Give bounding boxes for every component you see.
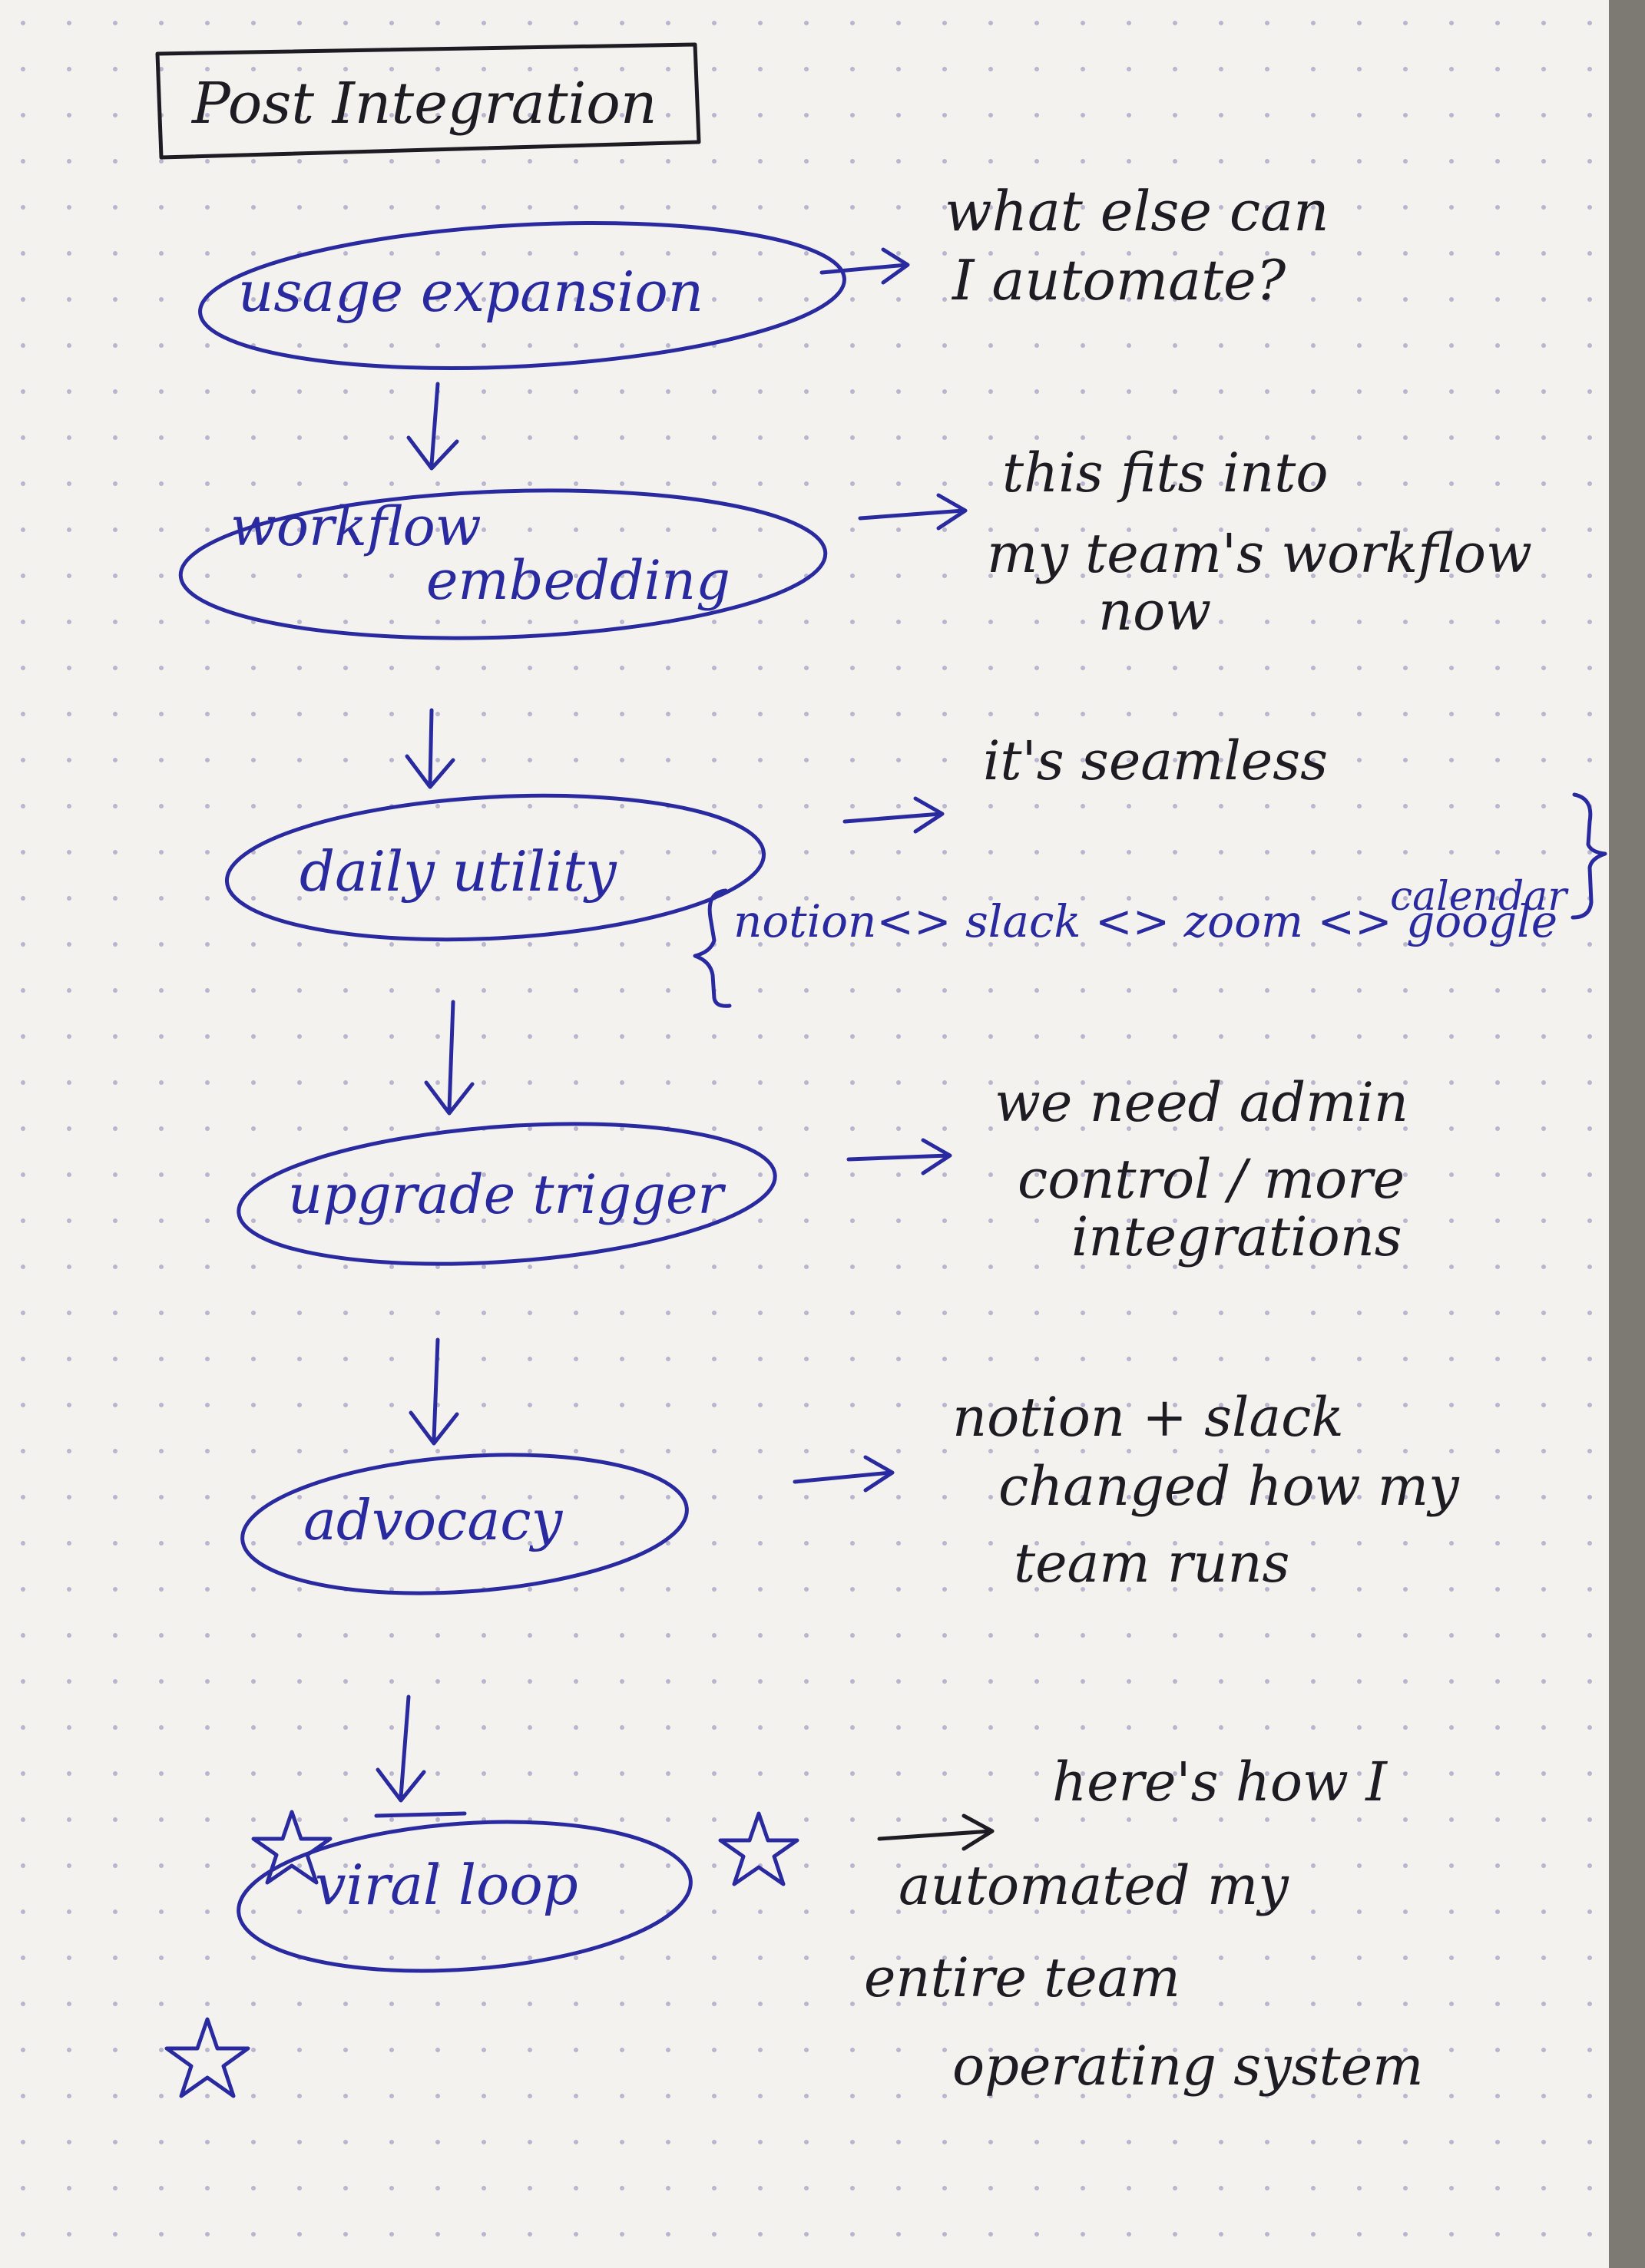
- star-icon: [251, 1810, 333, 1885]
- arrow-right-icon: [793, 1455, 895, 1493]
- stage-oval: [237, 1820, 693, 1973]
- arrow-right-icon: [858, 493, 968, 531]
- stage-note: I automate?: [951, 248, 1286, 312]
- stage-upgrade-trigger: upgrade trigger: [237, 1122, 777, 1266]
- stage-note: here's how I: [1052, 1751, 1388, 1813]
- stage-note: team runs: [1014, 1532, 1289, 1595]
- stage-usage-expansion: usage expansion: [198, 221, 846, 370]
- stage-note: entire team: [864, 1946, 1180, 2009]
- stage-label: usage expansion: [238, 260, 703, 324]
- tools-line: notion<> slack <> zoom <> google: [733, 895, 1557, 947]
- stage-daily-utility: daily utility: [224, 793, 766, 942]
- stage-oval: [178, 488, 828, 640]
- stage-oval: [198, 221, 846, 370]
- stage-note: what else can: [945, 179, 1329, 243]
- stage-note: my team's workflow: [987, 522, 1532, 585]
- stage-oval: [240, 1453, 689, 1595]
- title-box: Post Integration: [155, 42, 701, 160]
- stage-note: now: [1098, 580, 1211, 643]
- stage-oval: [224, 793, 766, 942]
- underline-stroke: [374, 1811, 467, 1818]
- stage-label: daily utility: [300, 839, 617, 904]
- right-brace-icon: [1571, 792, 1607, 920]
- arrow-down-icon: [424, 1000, 475, 1116]
- stage-viral-loop: viral loop: [237, 1820, 693, 1973]
- star-icon: [164, 2017, 250, 2098]
- stage-note: it's seamless: [983, 729, 1328, 792]
- stage-label: embedding: [426, 549, 730, 612]
- arrow-down-icon: [406, 382, 459, 471]
- arrow-down-icon: [405, 708, 455, 789]
- stage-note: integrations: [1071, 1205, 1402, 1268]
- page-title: Post Integration: [190, 71, 657, 137]
- arrow-right-icon: [819, 247, 910, 285]
- stage-note: control / more: [1018, 1148, 1405, 1211]
- stage-note: changed how my: [998, 1455, 1460, 1518]
- arrow-down-icon: [376, 1694, 426, 1803]
- stage-note: this fits into: [1002, 441, 1329, 504]
- stage-oval: [237, 1122, 777, 1266]
- star-icon: [718, 1811, 799, 1886]
- stage-advocacy: advocacy: [240, 1453, 689, 1595]
- arrow-right-icon: [842, 796, 945, 834]
- stage-note: operating system: [952, 2035, 1424, 2098]
- tools-annotation: notion<> slack <> zoom <> google calenda…: [693, 792, 1607, 1008]
- page-edge: [1609, 0, 1645, 2268]
- arrow-right-icon: [877, 1813, 995, 1851]
- stage-label: viral loop: [315, 1853, 578, 1917]
- stage-workflow-embedding: workflow embedding: [178, 488, 828, 640]
- left-brace-icon: [693, 888, 732, 1008]
- arrow-down-icon: [409, 1337, 459, 1446]
- tools-line-2: calendar: [1390, 874, 1569, 920]
- stage-note: notion + slack: [952, 1386, 1344, 1449]
- dot-grid: [0, 0, 1609, 2268]
- arrow-right-icon: [846, 1138, 952, 1175]
- stage-note: we need admin: [995, 1071, 1408, 1134]
- stage-note: automated my: [899, 1854, 1289, 1917]
- stage-label: upgrade trigger: [288, 1163, 726, 1226]
- stage-label: workflow: [230, 495, 482, 558]
- stage-label: advocacy: [303, 1488, 564, 1552]
